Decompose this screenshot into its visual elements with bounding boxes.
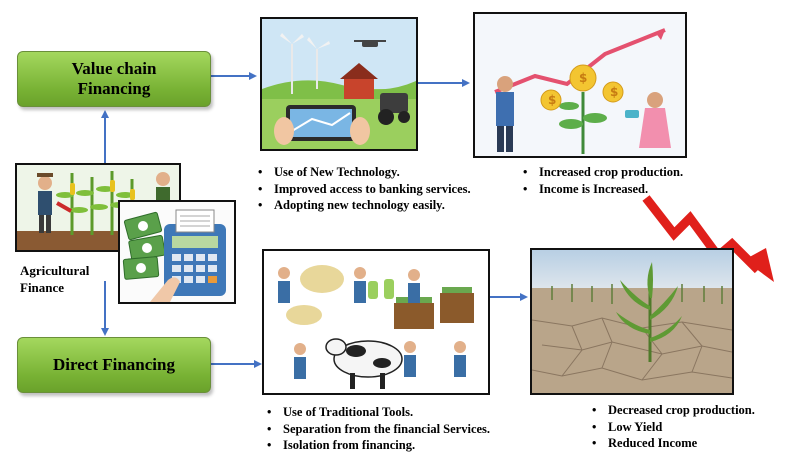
smart-farming-illustration	[262, 19, 416, 149]
list-item: Separation from the financial Services.	[265, 421, 490, 438]
list-item: Use of Traditional Tools.	[265, 404, 490, 421]
svg-text:$: $	[579, 71, 587, 85]
svg-text:$: $	[548, 93, 556, 107]
value-chain-financing-box: Value chain Financing	[17, 51, 211, 107]
list-item: Use of New Technology.	[256, 164, 471, 181]
list-item: Low Yield	[590, 419, 755, 436]
list-item: Isolation from financing.	[265, 437, 490, 454]
direct-outcomes-list: Decreased crop production. Low Yield Red…	[590, 402, 755, 452]
list-item: Adopting new technology easily.	[256, 197, 471, 214]
smart-farming-photo	[260, 17, 418, 151]
drought-field-illustration	[532, 250, 732, 393]
value-chain-financing-label: Value chain Financing	[71, 59, 157, 98]
agricultural-finance-text: Agricultural Finance	[20, 263, 90, 295]
list-item: Improved access to banking services.	[256, 181, 471, 198]
traditional-farming-illustration	[264, 251, 488, 393]
list-item: Income is Increased.	[521, 181, 683, 198]
income-growth-illustration: $ $ $	[475, 14, 685, 156]
list-item: Increased crop production.	[521, 164, 683, 181]
calculator-money-photo	[118, 200, 236, 304]
list-item: Reduced Income	[590, 435, 755, 452]
direct-financing-box: Direct Financing	[17, 337, 211, 393]
declining-trend-arrow	[642, 195, 774, 282]
value-chain-outcomes-list: Increased crop production. Income is Inc…	[521, 164, 683, 197]
calculator-illustration	[120, 202, 234, 302]
value-chain-effects-list: Use of New Technology. Improved access t…	[256, 164, 471, 214]
drought-field-photo	[530, 248, 734, 395]
agricultural-finance-label: Agricultural Finance	[20, 262, 110, 296]
list-item: Decreased crop production.	[590, 402, 755, 419]
direct-financing-label: Direct Financing	[53, 355, 175, 374]
svg-text:$: $	[610, 85, 618, 99]
traditional-farming-photo	[262, 249, 490, 395]
direct-effects-list: Use of Traditional Tools. Separation fro…	[265, 404, 490, 454]
income-growth-photo: $ $ $	[473, 12, 687, 158]
